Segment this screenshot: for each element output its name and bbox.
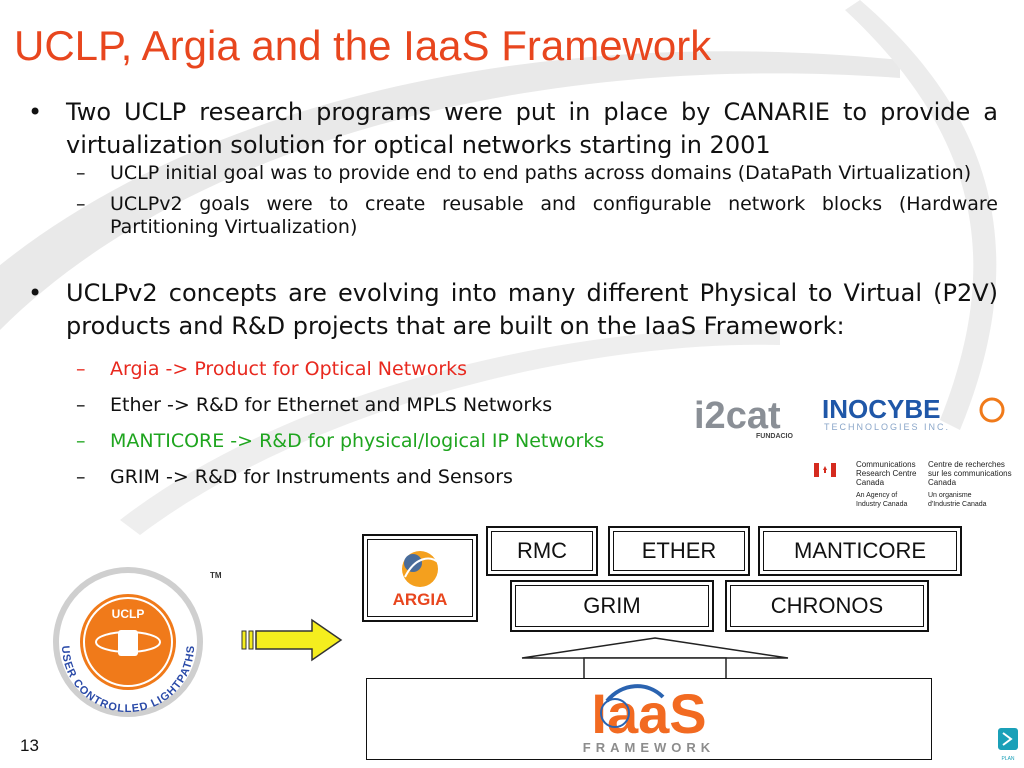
iaas-sub: FRAMEWORK [583,740,715,755]
bullet-list: • Two UCLP research programs were put in… [28,96,998,495]
dash-glyph: – [76,394,86,416]
argia-logo-box: ARGIA [362,534,478,622]
bullet-item: • Two UCLP research programs were put in… [28,96,998,162]
globe-icon [600,698,630,728]
crc-text: Industry Canada [856,501,908,508]
dash-glyph: – [76,466,86,488]
crc-text: Research Centre [856,469,917,478]
argia-emblem-icon: ARGIA [393,551,448,609]
argia-wordmark: ARGIA [393,590,448,609]
sub-bullet-text: GRIM -> R&D for Instruments and Sensors [110,466,513,488]
argia-logo: ARGIA [367,539,473,617]
uclp-logo: UCLP USER CONTROLLED LIGHTPATHS TM [48,560,238,720]
iaas-framework-box: IaaS FRAMEWORK [366,678,932,760]
rmc-label: RMC [491,531,593,571]
i2cat-wordmark: i2cat [694,395,781,437]
crc-logo: Communications Research Centre Canada An… [814,460,1019,510]
crc-text: Un organisme [928,492,972,499]
sub-bullet-item: – Ether -> R&D for Ethernet and MPLS Net… [28,387,998,423]
i2cat-sub: FUNDACIO [756,433,793,440]
trademark-label: TM [210,571,222,580]
dash-glyph: – [76,193,86,215]
sub-bullet-text: UCLPv2 goals were to create reusable and… [110,193,998,238]
sub-bullet-text: UCLP initial goal was to provide end to … [110,162,972,184]
inocybe-globe-icon [979,397,1005,423]
bullet-glyph: • [28,98,43,126]
swoop-arrow-icon [605,684,665,703]
chronos-box: CHRONOS [725,580,929,632]
sub-bullet-item: – Argia -> Product for Optical Networks [28,351,998,387]
crc-text: Centre de recherches [928,460,1005,469]
bullet-glyph: • [28,279,43,307]
crc-french-block: Centre de recherches sur les communicati… [928,460,1012,509]
bullet-text: Two UCLP research programs were put in p… [66,98,998,159]
corner-logo-text: PLAN [1001,756,1014,762]
crc-text: An Agency of [856,492,898,499]
crc-text: Communications [856,460,916,469]
fist-icon [118,630,138,656]
iaas-logo: IaaS FRAMEWORK [583,682,715,755]
crc-english-block: Communications Research Centre Canada An… [856,460,916,509]
sub-bullet-item: – MANTICORE -> R&D for physical/logical … [28,423,998,459]
slide-title: UCLP, Argia and the IaaS Framework [14,22,712,69]
page-number: 13 [20,736,39,755]
i2cat-logo: i2cat FUNDACIO [694,394,800,450]
yellow-arrow-icon [240,618,344,662]
sub-bullet-text: Ether -> R&D for Ethernet and MPLS Netwo… [110,394,553,416]
canada-flag-icon [814,463,836,477]
uclp-wordmark: UCLP [112,607,145,621]
chronos-label: CHRONOS [730,585,924,627]
sub-bullet-item: – UCLPv2 goals were to create reusable a… [28,193,998,239]
grim-box: GRIM [510,580,714,632]
ether-label: ETHER [613,531,745,571]
crc-text: d'Industrie Canada [928,501,987,508]
manticore-box: MANTICORE [758,526,962,576]
dash-glyph: – [76,358,86,380]
sub-bullet-text: MANTICORE -> R&D for physical/logical IP… [110,430,605,452]
sub-bullet-item: – UCLP initial goal was to provide end t… [28,162,998,185]
manticore-label: MANTICORE [763,531,957,571]
crc-text: Canada [856,478,885,487]
dash-glyph: – [76,430,86,452]
sub-bullet-item: – GRIM -> R&D for Instruments and Sensor… [28,459,998,495]
inocybe-logo: INOCYBE TECHNOLOGIES INC. [820,382,1010,440]
sub-bullet-text: Argia -> Product for Optical Networks [110,358,468,380]
iaas-wordmark: IaaS [591,682,706,745]
grim-label: GRIM [515,585,709,627]
ether-box: ETHER [608,526,750,576]
crc-text: Canada [928,478,957,487]
crc-text: sur les communications [928,469,1012,478]
framework-roof [521,637,789,681]
bullet-text: UCLPv2 concepts are evolving into many d… [66,279,998,340]
inocybe-sub: TECHNOLOGIES INC. [824,422,950,432]
inocybe-wordmark: INOCYBE [822,394,940,424]
dash-glyph: – [76,162,86,184]
corner-logo: PLAN [996,726,1020,764]
rmc-box: RMC [486,526,598,576]
bullet-item: • UCLPv2 concepts are evolving into many… [28,277,998,343]
